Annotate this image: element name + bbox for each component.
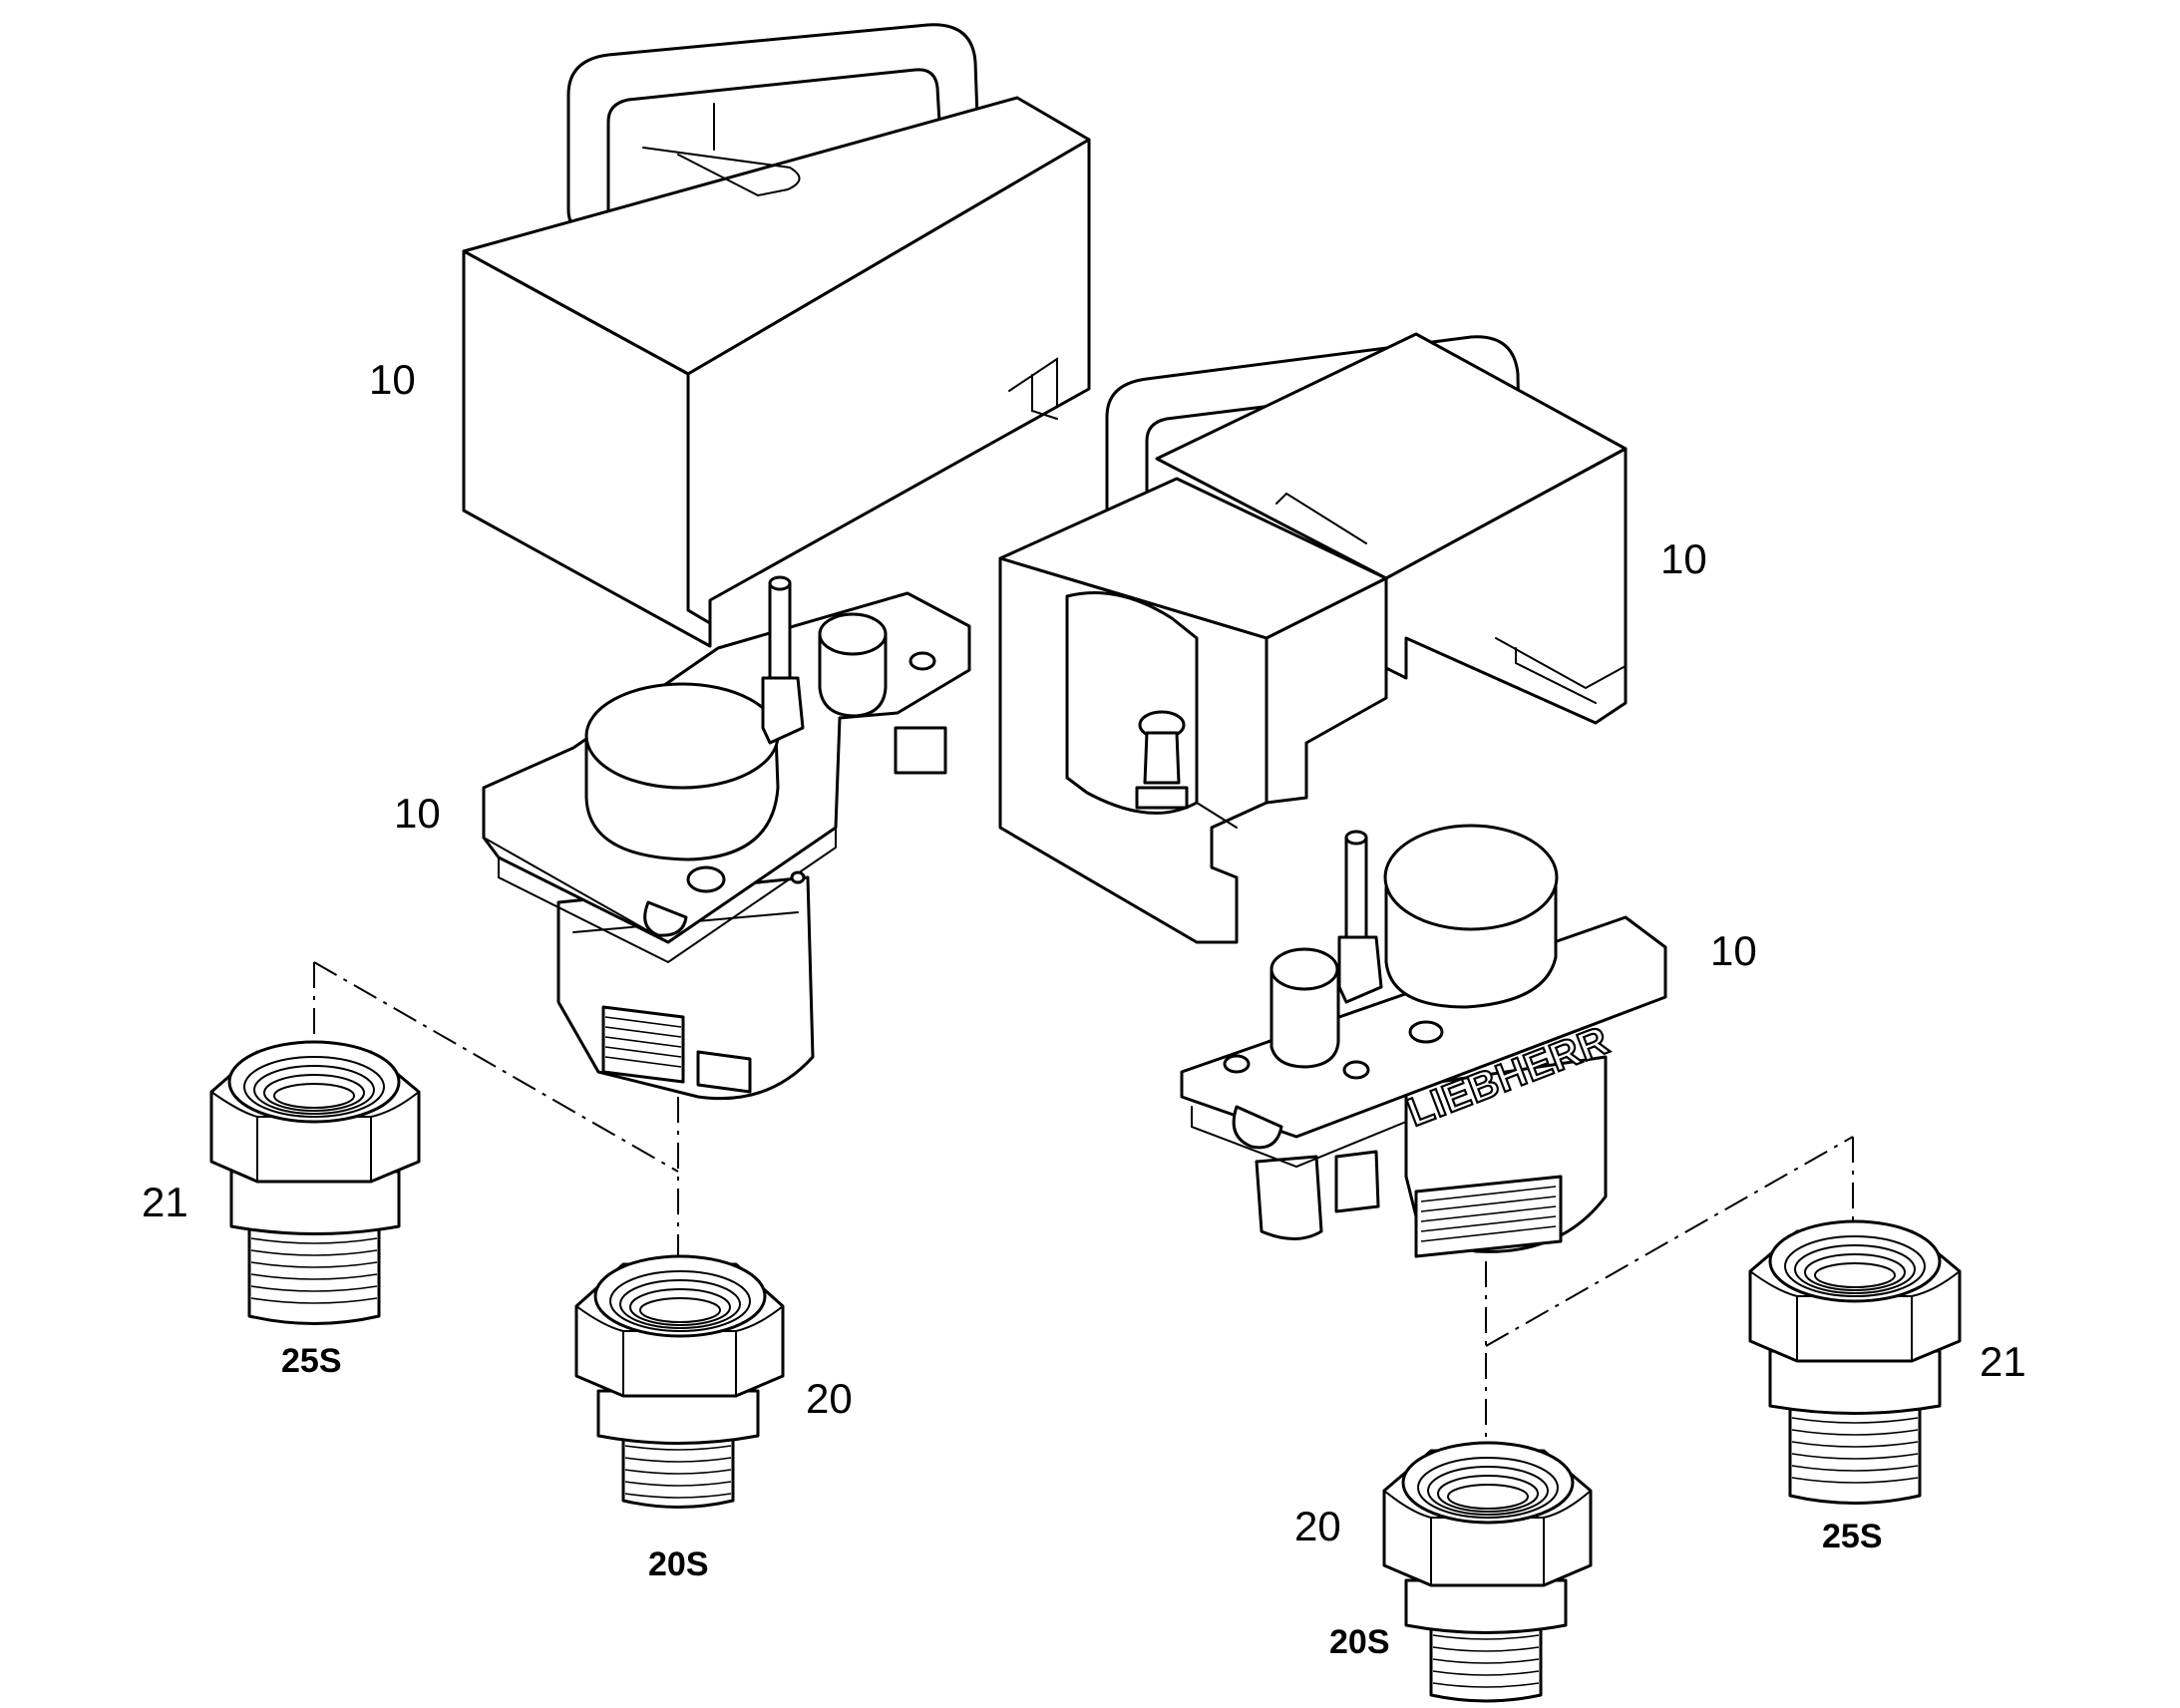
code-25s-left: 25S [281,1342,342,1380]
adapter-20-right [1382,1441,1593,1703]
assembly-center-lines [313,961,1854,1496]
adapter-20-left [574,1254,785,1509]
code-20s-left: 20S [648,1545,709,1583]
code-25s-right: 25S [1822,1518,1883,1555]
label-10-left-block: 10 [394,790,441,837]
clamp-block-left [482,575,971,1101]
adapter-21-left [209,1040,421,1325]
code-20s-right: 20S [1329,1623,1390,1661]
label-21-left: 21 [142,1179,188,1225]
label-21-right: 21 [1980,1338,2026,1385]
protective-cover-left [462,23,1091,648]
label-10-right-block: 10 [1710,927,1757,974]
adapter-21-right [1748,1219,1962,1505]
label-10-right-box: 10 [1660,535,1707,582]
label-10-top-left: 10 [369,356,416,403]
label-20-right: 20 [1294,1503,1341,1549]
clamp-block-right: LIEBHERR [1180,824,1667,1258]
protective-cover-right [998,332,1628,944]
label-20-left: 20 [806,1375,853,1422]
